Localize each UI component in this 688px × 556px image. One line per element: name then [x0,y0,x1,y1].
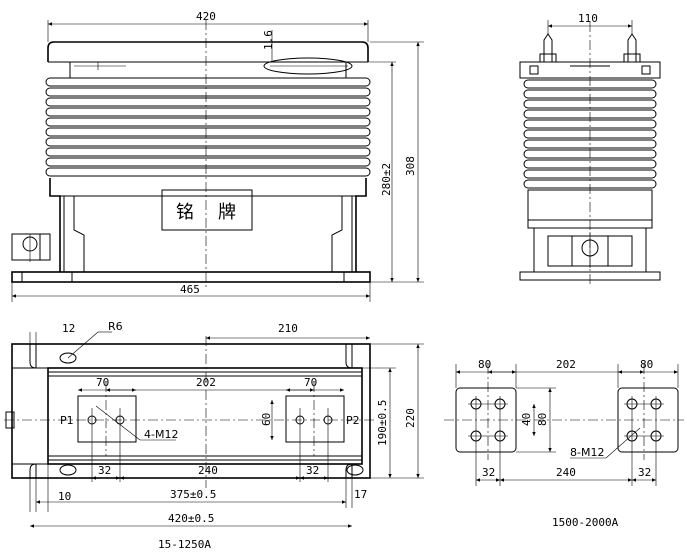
dim-10: 10 [58,490,71,503]
dim-terminal-32-left: 32 [482,466,495,479]
dim-width-420: 420 [196,10,216,23]
dim-17: 17 [354,488,367,501]
nameplate-char-1: 铭 [176,202,194,223]
terminal-plate-p1 [77,395,137,443]
dim-12: 12 [62,322,75,335]
dim-terminal-32-right: 32 [638,466,651,479]
label-bolt-8-m12: 8-M12 [570,446,604,459]
dim-240: 240 [198,464,218,477]
dim-thickness-1-6: 1.6 [262,30,275,50]
terminal-plate-p2 [285,395,345,443]
dim-32-left: 32 [98,464,111,477]
dim-base-465: 465 [180,283,200,296]
dim-height-280: 280±2 [380,163,393,196]
dim-70-right: 70 [304,376,317,389]
nameplate-char-2: 牌 [218,202,236,223]
dim-terminal-202: 202 [556,358,576,371]
dim-r6: R6 [108,320,123,333]
terminal-view: 80 202 80 40 80 8-M12 32 240 32 1500-200… [444,358,684,529]
label-p1: P1 [60,414,74,427]
side-view: 110 [519,12,661,286]
dim-terminal-240: 240 [556,466,576,479]
dim-height-308: 308 [404,156,417,176]
dim-32-right: 32 [306,464,319,477]
front-view: 铭 牌 420 1.6 280±2 308 465 [11,10,424,302]
front-ribs [45,77,371,177]
label-bolt-4-m12: 4-M12 [144,428,178,441]
dim-420: 420±0.5 [168,512,214,525]
dim-220: 220 [404,408,417,428]
dim-80-right: 80 [640,358,653,371]
dim-40: 40 [520,413,533,426]
dim-80-vertical: 80 [536,413,549,426]
caption-15-1250a: 15-1250A [158,538,211,551]
dim-210: 210 [278,322,298,335]
dim-375: 375±0.5 [170,488,216,501]
nameplate [161,189,253,231]
label-p2: P2 [346,414,360,427]
dim-190: 190±0.5 [376,400,389,446]
dim-side-110: 110 [578,12,598,25]
top-view: P1 P2 12 R6 210 70 202 70 60 4-M12 32 [4,320,424,551]
dim-60: 60 [260,413,273,426]
caption-1500-2000a: 1500-2000A [552,516,619,529]
dim-70-left: 70 [96,376,109,389]
dim-80-left: 80 [478,358,491,371]
dim-202: 202 [196,376,216,389]
